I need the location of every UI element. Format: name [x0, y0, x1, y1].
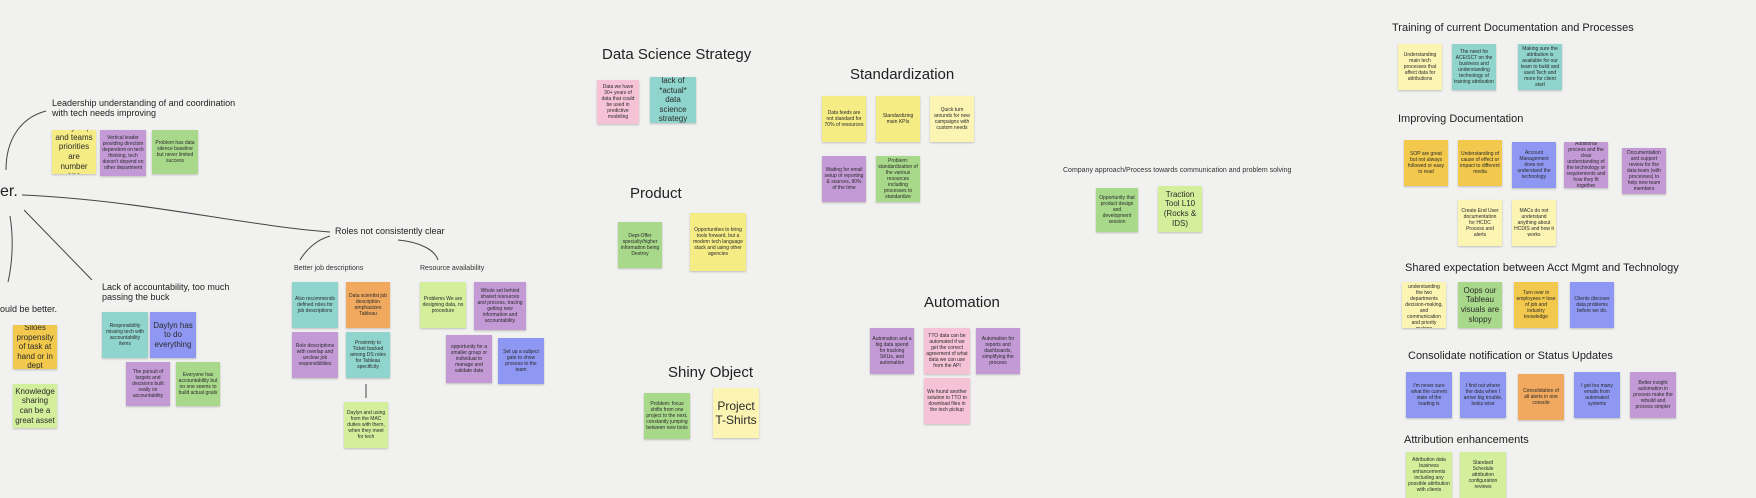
sticky-note[interactable]: Documentation and support review for the… [1622, 148, 1666, 194]
sticky-note[interactable]: Standard Schedule attribution configurat… [1460, 452, 1506, 498]
roles-unclear-label[interactable]: Roles not consistently clear [335, 226, 445, 236]
sticky-note[interactable]: Automation and a big data spend for trac… [870, 328, 914, 374]
sticky-note[interactable]: Standardizing main KPIs [876, 96, 920, 142]
connector-to-resource [397, 239, 439, 261]
sticky-note[interactable]: lack of *actual* data science strategy [650, 77, 696, 123]
central-node-label[interactable]: er. [0, 183, 18, 200]
connector-to-job-descriptions [299, 235, 331, 261]
sticky-note[interactable]: Problem has data silence baseline but ne… [152, 130, 198, 174]
sticky-note[interactable]: Account Management does not understand t… [1512, 142, 1556, 188]
sticky-note[interactable]: Set up a subject gate to show process to… [498, 338, 544, 384]
sticky-note[interactable]: Automation for reports and dashboards, s… [976, 328, 1020, 374]
sticky-note[interactable]: Lack of understanding the two department… [1402, 282, 1446, 328]
sticky-note[interactable]: TTO data can be automated if we get the … [924, 328, 970, 374]
sticky-note[interactable]: Attribution data business enhancements i… [1406, 452, 1452, 498]
sticky-note[interactable]: I find out where the data when I arrive … [1460, 372, 1506, 418]
connector-to-leadership [5, 110, 47, 171]
improving-documentation-title[interactable]: Improving Documentation [1398, 113, 1524, 125]
connector-to-could-be-better [7, 215, 13, 283]
shared-expectation-title[interactable]: Shared expectation between Acct Mgmt and… [1405, 262, 1679, 274]
sticky-note[interactable]: Siloes propensity of task at hand or in … [13, 325, 57, 369]
sticky-note[interactable]: Making sure the attribution is available… [1518, 44, 1562, 90]
sticky-note[interactable]: The need for ACE/SCT on the business and… [1452, 44, 1496, 90]
shiny-object-title[interactable]: Shiny Object [668, 364, 754, 381]
job-descriptions-label[interactable]: Better job descriptions [294, 265, 364, 272]
sticky-note[interactable]: Consolidation of all alerts in one conso… [1518, 374, 1564, 420]
consolidate-title[interactable]: Consolidate notification or Status Updat… [1408, 350, 1613, 362]
sticky-note[interactable]: Problem: standardization of the various … [876, 156, 920, 202]
data-science-strategy-title[interactable]: Data Science Strategy [602, 46, 752, 63]
company-approach-title[interactable]: Company approach/Process towards communi… [1063, 167, 1292, 174]
sticky-note[interactable]: Responsibility missing tech with account… [102, 312, 148, 358]
sticky-note[interactable]: We found another solution to TTO to down… [924, 378, 970, 424]
sticky-note[interactable]: Also recommends defined roles for job de… [292, 282, 338, 328]
sticky-note[interactable]: Data we have 30+ years of data that coul… [597, 80, 639, 124]
sticky-note[interactable]: Daylyn has to do everything [150, 312, 196, 358]
sticky-note[interactable]: Understanding main tech processes that a… [1398, 44, 1442, 90]
accountability-branch-label[interactable]: Lack of accountability, too much passing… [102, 282, 230, 302]
could-be-better-label[interactable]: ould be better. [0, 304, 58, 314]
connector-to-accountability [23, 209, 93, 281]
training-title[interactable]: Training of current Documentation and Pr… [1392, 22, 1634, 34]
resource-availability-label[interactable]: Resource availability [420, 265, 485, 272]
sticky-note[interactable]: Opportunities to bring tools forward, bu… [690, 213, 746, 271]
sticky-note[interactable]: Traction Tool L10 (Rocks & IDS) [1158, 186, 1202, 232]
sticky-note[interactable]: Data scientist job description emphasize… [346, 282, 390, 328]
sticky-note[interactable]: MACs do not understand anything about HC… [1512, 200, 1556, 246]
sticky-note[interactable]: Role descriptions with overlap and uncle… [292, 332, 338, 378]
connector-to-roles [21, 194, 331, 233]
sticky-note[interactable]: The pursuit of targets and decisions bui… [126, 362, 170, 406]
sticky-note[interactable]: opportunity for a smaller group or indiv… [446, 335, 492, 383]
sticky-note[interactable]: Understanding of cause of effect or impa… [1458, 140, 1502, 186]
sticky-note[interactable]: Knowledge sharing can be a great asset [13, 384, 57, 428]
sticky-note[interactable]: Create End User documentation for HCDC P… [1458, 200, 1502, 246]
attribution-title[interactable]: Attribution enhancements [1404, 434, 1529, 446]
sticky-note[interactable]: Clients discover data problems before we… [1570, 282, 1614, 328]
sticky-note[interactable]: Data feeds are not standard for 70% of r… [822, 96, 866, 142]
sticky-note[interactable]: Additional process and the clear underst… [1564, 142, 1608, 188]
sticky-note[interactable]: Problems We are designing data, no proce… [420, 282, 466, 328]
sticky-note[interactable]: Opportunity that product design and deve… [1096, 188, 1138, 232]
sticky-note[interactable]: Vertical leader providing direction depe… [100, 130, 146, 176]
automation-title[interactable]: Automation [924, 294, 1000, 311]
sticky-note[interactable]: Daylyn and using from the MAC duties wit… [344, 402, 388, 448]
sticky-note[interactable]: Proximity to Ticket backed among DS role… [346, 332, 390, 378]
sticky-note[interactable]: Turn over in employees = lose of job and… [1514, 282, 1558, 328]
sticky-note[interactable]: Oops our Tableau visuals are sloppy [1458, 282, 1502, 328]
sticky-note[interactable]: Dept-Offer specialty/higher information … [618, 222, 662, 268]
leadership-branch-label[interactable]: Leadership understanding of and coordina… [52, 98, 236, 118]
sticky-note[interactable]: Project T-Shirts [713, 388, 759, 438]
sticky-note[interactable]: Whole set behind shared resources and pr… [474, 282, 526, 330]
sticky-note[interactable]: I'm never sure what the current state of… [1406, 372, 1452, 418]
product-title[interactable]: Product [630, 185, 682, 202]
sticky-note[interactable]: Problem: focus shifts from one project t… [644, 393, 690, 439]
sticky-note[interactable]: Quick turn arounds for new campaigns wit… [930, 96, 974, 142]
sticky-note[interactable]: Better insight automation in process mak… [1630, 372, 1676, 418]
sticky-note[interactable]: Waiting for email setup of reporting & s… [822, 156, 866, 202]
sticky-note[interactable]: I get too many emails from automated sys… [1574, 372, 1620, 418]
standardization-title[interactable]: Standardization [850, 66, 955, 83]
sticky-note[interactable]: SOP are great but not always followed or… [1404, 140, 1448, 186]
sticky-note[interactable]: Everyone has accountability but no one s… [176, 362, 220, 406]
sticky-note[interactable]: Every dept and teams priorities are numb… [52, 130, 96, 174]
